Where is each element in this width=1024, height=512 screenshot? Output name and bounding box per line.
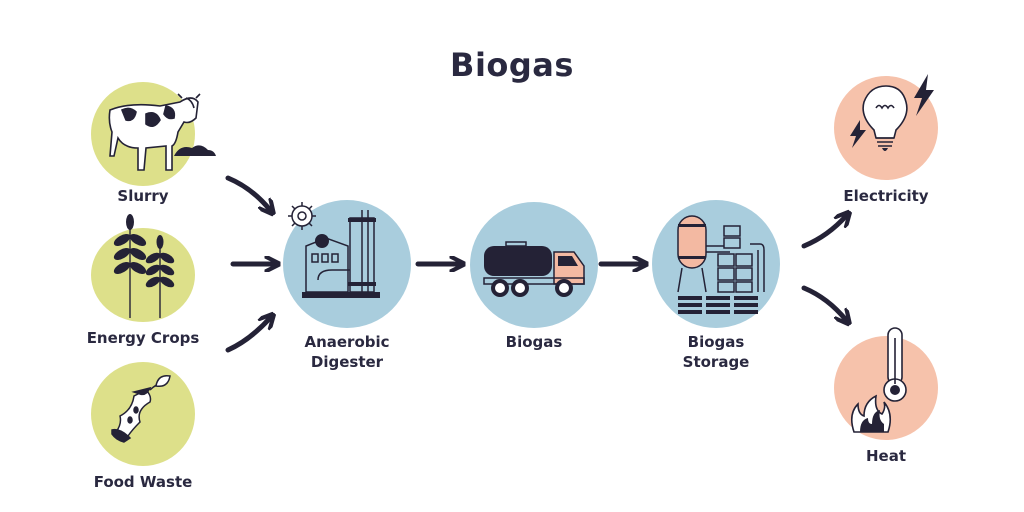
cow-icon bbox=[108, 93, 216, 171]
food-waste-label: Food Waste bbox=[93, 473, 193, 491]
digester-factory-icon bbox=[288, 202, 380, 298]
biogas-label: Biogas bbox=[505, 333, 563, 351]
food-waste-circle bbox=[91, 362, 195, 466]
gas-storage-tank-icon bbox=[677, 215, 765, 314]
slurry-label: Slurry bbox=[117, 187, 169, 205]
wheat-icon bbox=[113, 214, 175, 318]
arrow-slurry-to-digester bbox=[225, 175, 270, 210]
digester-label-line2: Digester bbox=[310, 353, 384, 371]
thermometer-fire-icon bbox=[850, 327, 907, 433]
tanker-truck-icon bbox=[483, 241, 585, 297]
arrow-foodwaste-to-digester bbox=[225, 318, 270, 353]
storage-label-line1: Biogas bbox=[687, 333, 745, 351]
heat-label: Heat bbox=[865, 447, 907, 465]
apple-core-icon bbox=[111, 374, 171, 443]
storage-label-line2: Storage bbox=[682, 353, 750, 371]
diagram-title: Biogas bbox=[450, 46, 574, 84]
energy-crops-label: Energy Crops bbox=[86, 329, 200, 347]
electricity-label: Electricity bbox=[843, 187, 929, 205]
lightbulb-icon bbox=[850, 74, 934, 151]
arrow-storage-to-electricity bbox=[801, 216, 846, 249]
digester-label-line1: Anaerobic bbox=[304, 333, 390, 351]
arrow-storage-to-heat bbox=[801, 285, 846, 320]
